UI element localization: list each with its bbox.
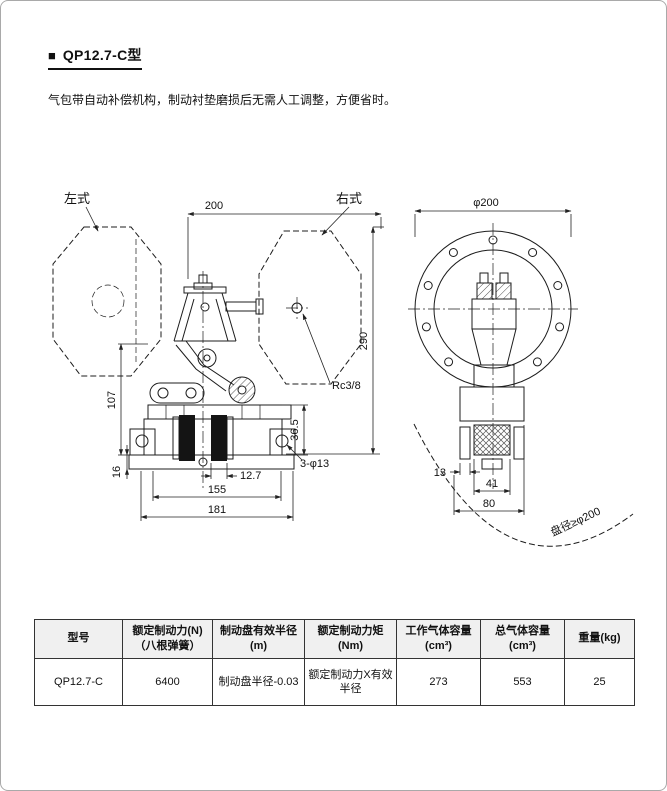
dim-12-7: 12.7 bbox=[201, 463, 261, 482]
header-rated-braking-force: 额定制动力(N) （八根弹簧） bbox=[122, 619, 213, 659]
brake-pad-right bbox=[211, 415, 227, 461]
dim-155: 155 bbox=[152, 471, 282, 501]
section-title: ■ QP12.7-C型 bbox=[48, 45, 142, 70]
technical-drawing: 左式 右式 200 φ200 bbox=[52, 191, 634, 547]
dim-80-label: 80 bbox=[483, 498, 495, 510]
header-model: 型号 bbox=[34, 619, 123, 659]
dim-36-5-label: 36.5 bbox=[289, 419, 301, 440]
cell-rated-braking-force: 6400 bbox=[122, 657, 213, 707]
header-disc-effective-radius: 制动盘有效半径 (m) bbox=[212, 619, 305, 659]
dim-107-label: 107 bbox=[106, 391, 118, 409]
product-description: 气包带自动补偿机构，制动衬垫磨损后无需人工调整，方便省时。 bbox=[48, 93, 397, 107]
right-type-label: 右式 bbox=[336, 191, 362, 206]
dim-290: 290 bbox=[286, 226, 384, 455]
main-view bbox=[128, 271, 296, 491]
left-type-view: 左式 bbox=[52, 191, 162, 377]
flange-view bbox=[408, 223, 578, 489]
mounting-holes-label: 3-φ13 bbox=[300, 458, 329, 470]
dim-12-7-label: 12.7 bbox=[240, 470, 261, 482]
dim-phi200: φ200 bbox=[414, 197, 572, 237]
mounting-holes-callout: 3-φ13 bbox=[286, 444, 329, 470]
dim-181: 181 bbox=[140, 471, 294, 521]
dim-36-5: 36.5 bbox=[282, 404, 308, 456]
cell-model: QP12.7-C bbox=[34, 657, 123, 707]
spec-data-row: QP12.7-C 6400 制动盘半径-0.03 额定制动力X有效半径 273 … bbox=[34, 657, 635, 707]
dim-155-label: 155 bbox=[208, 484, 226, 496]
rc-thread-callout: Rc3/8 bbox=[302, 313, 361, 392]
pad-side-view bbox=[459, 424, 525, 470]
dim-16-label: 16 bbox=[111, 466, 123, 478]
right-type-view: 右式 bbox=[258, 191, 362, 385]
dim-16: 16 bbox=[111, 445, 130, 479]
cell-disc-effective-radius: 制动盘半径-0.03 bbox=[212, 657, 305, 707]
dim-107: 107 bbox=[106, 343, 148, 456]
cell-working-gas-volume: 273 bbox=[396, 657, 481, 707]
title-bullet-icon: ■ bbox=[48, 47, 56, 63]
spec-header-row: 型号 额定制动力(N) （八根弹簧） 制动盘有效半径 (m) 额定制动力矩 (N… bbox=[34, 619, 635, 659]
dim-80: 80 bbox=[453, 425, 525, 515]
disc-diameter-note: 盘径≥φ200 bbox=[548, 504, 602, 539]
header-working-gas-volume: 工作气体容量 (cm³) bbox=[396, 619, 481, 659]
cell-rated-braking-torque: 额定制动力X有效半径 bbox=[304, 657, 397, 707]
dim-41: 41 bbox=[473, 459, 511, 495]
rc-thread-label: Rc3/8 bbox=[332, 380, 361, 392]
cell-total-gas-volume: 553 bbox=[480, 657, 565, 707]
cell-weight: 25 bbox=[564, 657, 635, 707]
dim-phi200-label: φ200 bbox=[473, 197, 499, 209]
dim-41-label: 41 bbox=[486, 478, 498, 490]
dim-13: 13 bbox=[434, 463, 480, 479]
dim-200: 200 bbox=[187, 200, 382, 279]
dim-200-label: 200 bbox=[205, 200, 223, 212]
header-rated-braking-torque: 额定制动力矩 (Nm) bbox=[304, 619, 397, 659]
dim-13-label: 13 bbox=[434, 467, 446, 479]
left-type-label: 左式 bbox=[64, 191, 90, 206]
dim-290-label: 290 bbox=[358, 332, 370, 350]
page-title: QP12.7-C型 bbox=[62, 47, 142, 63]
spec-table: 型号 额定制动力(N) （八根弹簧） 制动盘有效半径 (m) 额定制动力矩 (N… bbox=[34, 619, 635, 707]
header-total-gas-volume: 总气体容量 (cm³) bbox=[480, 619, 565, 659]
dim-181-label: 181 bbox=[208, 504, 226, 516]
header-weight: 重量(kg) bbox=[564, 619, 635, 659]
brake-pad-left bbox=[179, 415, 195, 461]
